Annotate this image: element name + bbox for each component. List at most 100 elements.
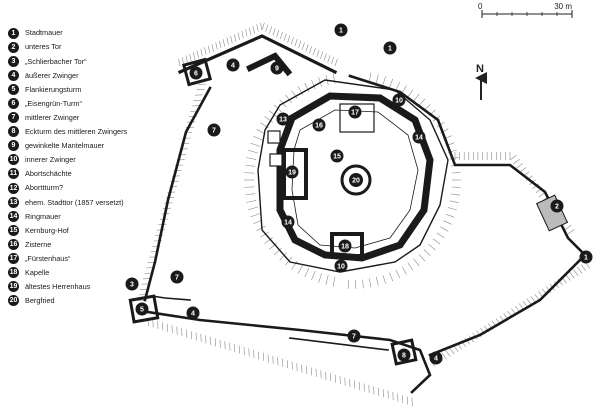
plan-marker-4: 4 [186, 306, 200, 320]
hachure-line [311, 79, 316, 90]
legend-number: 18 [8, 267, 19, 279]
hachure-line [304, 267, 310, 278]
plan-marker-number: 8 [402, 353, 406, 360]
plan-marker-number: 11 [272, 158, 280, 165]
hachure-line [382, 76, 386, 85]
hachure-line [264, 237, 273, 244]
hachure-line [445, 213, 455, 218]
hachure-line [189, 53, 192, 62]
legend-number: 12 [8, 182, 19, 194]
hachure-line [248, 27, 252, 35]
plan-marker-8: 8 [397, 348, 411, 362]
plan-marker-7: 7 [170, 270, 184, 284]
plan-marker-number: 17 [351, 110, 359, 117]
legend-item: 12 Aborttturm? [8, 181, 168, 195]
middle-wall-inner-south [289, 337, 389, 351]
hachure-line [248, 149, 258, 154]
legend-label: Aborttturm? [25, 183, 64, 193]
hachure-line [375, 74, 379, 84]
hachure-line [382, 275, 386, 284]
hachure-line [449, 157, 459, 160]
legend-label: „Schlierbacher Tor“ [25, 56, 87, 66]
hachure-line [246, 200, 257, 203]
legend-label: ältestes Herrenhaus [25, 282, 91, 292]
hachure-line [334, 58, 338, 67]
legend-number: 16 [8, 238, 19, 250]
hachure-line [332, 276, 336, 287]
legend-number: 1 [8, 27, 19, 39]
plan-marker-10: 10 [334, 259, 348, 273]
plan-marker-16: 16 [312, 118, 326, 132]
hachure-line [407, 262, 414, 271]
plan-marker-10: 10 [392, 93, 406, 107]
plan-marker-7: 7 [347, 329, 361, 343]
legend-label: innerer Zwinger [25, 155, 76, 165]
plan-marker-6: 6 [189, 66, 203, 80]
plan-marker-20: 20 [349, 173, 363, 187]
plan-marker-17: 17 [348, 105, 362, 119]
legend-label: Stadtmauer [25, 28, 63, 38]
hachure-line [362, 279, 364, 289]
hachure-line [519, 167, 527, 173]
hachure-line [418, 98, 426, 106]
hachure-line [241, 30, 244, 39]
hachure-line [244, 172, 255, 174]
plan-marker-4: 4 [429, 351, 443, 365]
hachure-line [395, 81, 401, 91]
hachure-line [245, 164, 256, 167]
hachure-line [245, 29, 248, 37]
scale-end-label: 30 m [554, 2, 572, 11]
hachure-line [311, 270, 316, 281]
hachure-line [395, 269, 401, 279]
hachure-line [516, 163, 523, 169]
legend-label: „Fürstenhaus“ [25, 253, 71, 263]
hachure-line [260, 22, 263, 31]
hachure-line [294, 38, 298, 47]
hachure-line [451, 172, 461, 174]
legend-number: 9 [8, 140, 19, 152]
hachure-line [312, 47, 316, 56]
legend-label: gewinkelte Mantelmauer [25, 141, 105, 151]
tower-eisengruen [181, 57, 213, 87]
legend-number: 6 [8, 98, 19, 110]
plan-marker-number: 20 [352, 178, 360, 185]
hachure-line [318, 273, 322, 283]
hachure-line [256, 225, 266, 231]
plan-marker-1: 1 [334, 23, 348, 37]
north-label: N [476, 63, 484, 75]
legend-item: 18 Kapelle [8, 266, 168, 280]
hachure-line [569, 271, 575, 279]
legend-number: 8 [8, 126, 19, 138]
hachure-line [401, 266, 407, 275]
hachure-line [389, 78, 394, 88]
legend-item: 3„Schlierbacher Tor“ [8, 54, 168, 68]
hachure-line [261, 22, 265, 31]
plan-marker-12: 12 [267, 130, 281, 144]
hachure-line [290, 37, 294, 45]
hachure-line [237, 32, 240, 40]
plan-marker-number: 1 [339, 28, 343, 35]
plan-marker-4: 4 [226, 58, 240, 72]
hachure-line [534, 293, 540, 301]
hachure-line [451, 186, 461, 188]
hachure-line [441, 352, 447, 360]
hachure-line [264, 116, 273, 123]
plan-marker-14: 14 [281, 215, 295, 229]
hachure-line [196, 50, 199, 58]
legend-number: 19 [8, 281, 19, 293]
legend-label: Kapelle [25, 267, 50, 277]
legend-number: 20 [8, 295, 19, 307]
hachure-line [193, 52, 196, 60]
plan-marker-number: 4 [231, 63, 235, 70]
hachure-line [440, 226, 449, 232]
legend-label: äußerer Zwinger [25, 70, 79, 80]
bergfried-keep [340, 164, 372, 196]
hachure-line [445, 350, 451, 357]
chapel [330, 232, 364, 258]
